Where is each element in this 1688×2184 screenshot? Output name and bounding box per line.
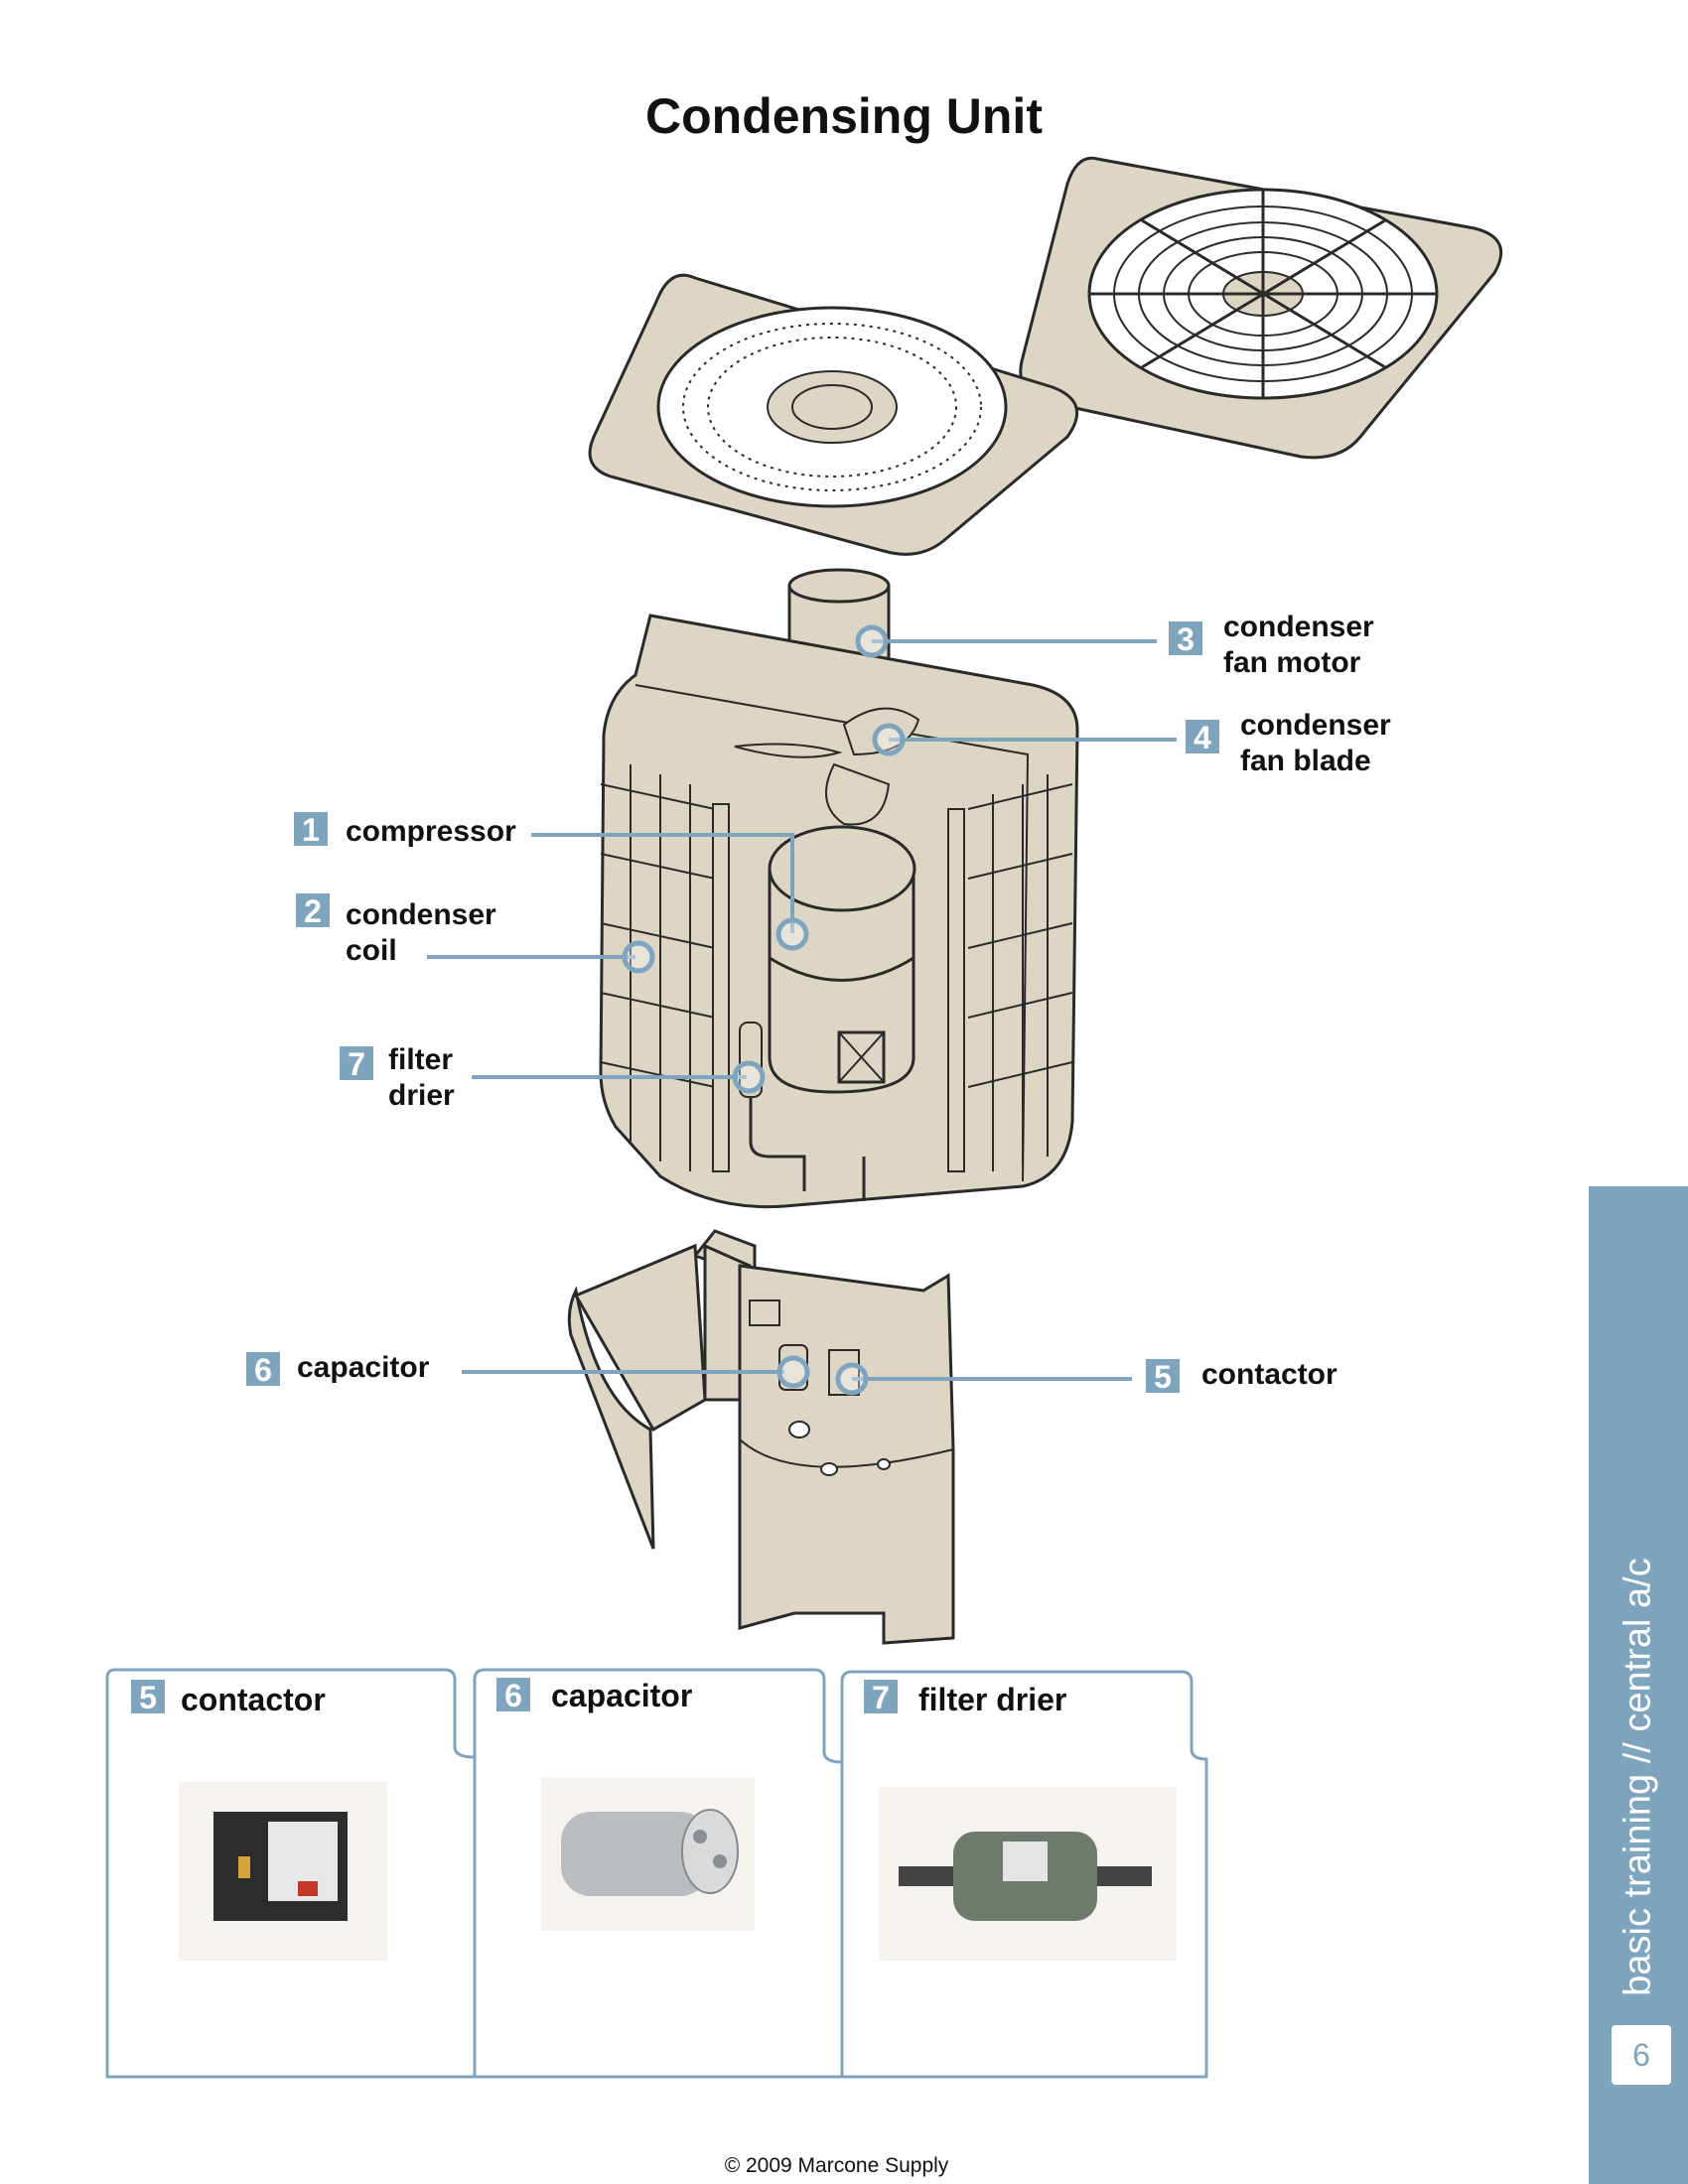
filter-drier-photo (879, 1787, 1177, 1961)
badge-7: 7 (340, 1046, 373, 1082)
label-compressor[interactable]: compressor (346, 815, 516, 848)
tab-filter-drier[interactable]: filter drier (918, 1682, 1067, 1717)
label-fan-motor-1[interactable]: condenser (1223, 611, 1374, 643)
hotspot-contactor[interactable] (835, 1362, 869, 1396)
hotspot-compressor[interactable] (775, 917, 809, 951)
hotspot-fan-blade[interactable] (872, 723, 906, 756)
section-title: basic training // central a/c (1617, 1558, 1659, 1996)
label-contactor[interactable]: contactor (1201, 1358, 1337, 1391)
tab-badge-5: 5 (131, 1680, 165, 1715)
badge-3: 3 (1169, 621, 1202, 657)
page-number: 6 (1612, 2025, 1671, 2085)
photo-tabs-frame (105, 1668, 1208, 2079)
label-fan-motor-2[interactable]: fan motor (1223, 646, 1361, 679)
hotspot-capacitor[interactable] (776, 1355, 810, 1389)
capacitor-photo (541, 1777, 755, 1931)
badge-5: 5 (1146, 1359, 1180, 1395)
contactor-photo (179, 1782, 387, 1961)
top-panel (588, 273, 1078, 556)
label-capacitor[interactable]: capacitor (297, 1351, 430, 1384)
fan-guard-top (1019, 156, 1503, 460)
cabinet (599, 614, 1079, 1209)
badge-6: 6 (246, 1352, 280, 1388)
label-fan-blade-2[interactable]: fan blade (1240, 745, 1371, 777)
leader-lines (427, 639, 1177, 1381)
tab-contactor[interactable]: contactor (181, 1682, 326, 1717)
badge-2: 2 (296, 893, 330, 929)
hotspot-filter-drier[interactable] (732, 1060, 766, 1094)
page-title: Condensing Unit (645, 88, 1043, 144)
label-fan-blade-1[interactable]: condenser (1240, 709, 1391, 742)
copyright-footer: © 2009 Marcone Supply (724, 2154, 949, 2177)
tab-badge-7: 7 (864, 1680, 898, 1715)
tab-capacitor[interactable]: capacitor (551, 1678, 693, 1713)
hotspot-fan-motor[interactable] (855, 624, 889, 658)
label-condenser-coil-1[interactable]: condenser (346, 898, 496, 931)
badge-4: 4 (1186, 720, 1219, 755)
tab-badge-6: 6 (496, 1678, 530, 1713)
label-condenser-coil-2[interactable]: coil (346, 934, 397, 967)
hotspot-condenser-coil[interactable] (622, 940, 655, 974)
label-filter-drier-2[interactable]: drier (388, 1079, 455, 1112)
label-filter-drier-1[interactable]: filter (388, 1043, 454, 1076)
section-sidebar (1589, 1186, 1688, 2184)
control-panel (567, 1229, 955, 1645)
badge-1: 1 (294, 812, 328, 848)
